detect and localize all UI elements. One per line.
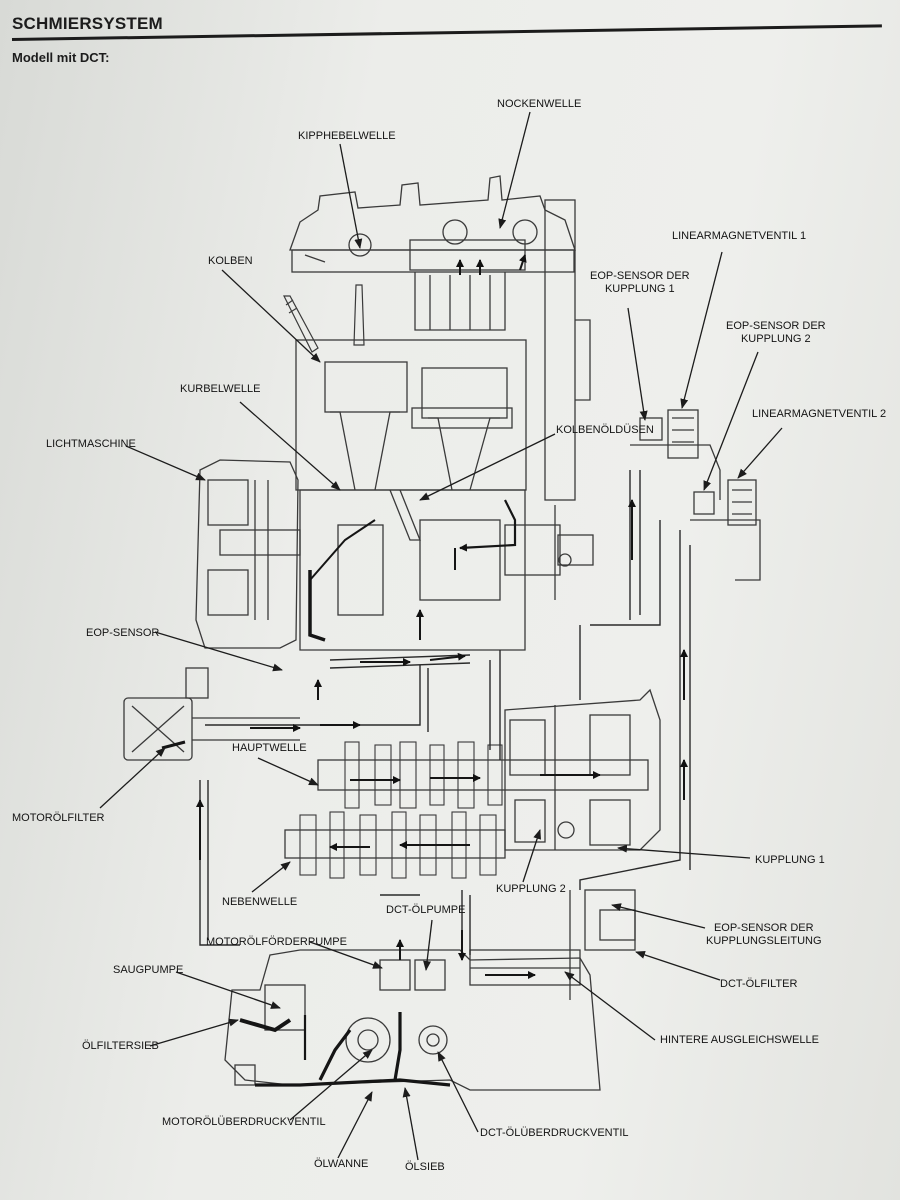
cylinder-head — [289, 175, 576, 331]
label-dct-oelueberdruckventil: DCT-ÖLÜBERDRUCKVENTIL — [480, 1127, 629, 1139]
oil-flow-paths — [161, 499, 517, 1087]
label-motoroelfoerderpumpe: MOTORÖLFÖRDERPUMPE — [206, 936, 347, 948]
label-eop-sensor-kupplung-2: EOP-SENSOR DER KUPPLUNG 2 — [726, 320, 826, 345]
spark-plug — [283, 284, 365, 353]
page-title: SCHMIERSYSTEM — [12, 14, 163, 33]
label-oelwanne: ÖLWANNE — [314, 1158, 369, 1170]
label-eop-sensor-kupplungsleitung: EOP-SENSOR DER KUPPLUNGSLEITUNG — [706, 922, 822, 947]
label-linearmagnetventil-1: LINEARMAGNETVENTIL 1 — [672, 230, 807, 242]
label-oelsieb: ÖLSIEB — [405, 1161, 445, 1173]
label-kolben: KOLBEN — [208, 255, 253, 267]
label-linearmagnetventil-2: LINEARMAGNETVENTIL 2 — [752, 408, 887, 420]
label-kolbenoelduesen: KOLBENÖLDÜSEN — [556, 424, 654, 436]
label-dct-oelpumpe: DCT-ÖLPUMPE — [386, 904, 466, 916]
lower-crankcase — [224, 889, 636, 1091]
clutch-assembly — [504, 688, 661, 851]
crankcase — [299, 489, 594, 651]
cylinder-block — [295, 199, 591, 501]
label-hintere-ausgleichswelle: HINTERE AUSGLEICHSWELLE — [660, 1034, 819, 1046]
label-motoroelfilter: MOTORÖLFILTER — [12, 812, 105, 824]
label-nockenwelle: NOCKENWELLE — [497, 98, 582, 110]
label-kupplung-2: KUPPLUNG 2 — [496, 883, 566, 895]
label-dct-oelfilter: DCT-ÖLFILTER — [720, 978, 798, 990]
flow-arrows — [196, 254, 688, 979]
leader-lines — [99, 111, 783, 1161]
label-eop-sensor: EOP-SENSOR — [86, 627, 160, 639]
label-hauptwelle: HAUPTWELLE — [232, 742, 307, 754]
page-subtitle: Modell mit DCT: — [12, 50, 110, 65]
transmission — [284, 741, 649, 879]
label-lichtmaschine: LICHTMASCHINE — [46, 438, 136, 450]
label-kipphebelwelle: KIPPHEBELWELLE — [298, 130, 396, 142]
label-oelfiltersieb: ÖLFILTERSIEB — [82, 1040, 159, 1052]
label-kupplung-1: KUPPLUNG 1 — [755, 854, 825, 866]
label-nebenwelle: NEBENWELLE — [222, 896, 298, 908]
generator — [195, 459, 301, 649]
label-motoroelueberdruckventil: MOTORÖLÜBERDRUCKVENTIL — [162, 1116, 326, 1128]
label-eop-sensor-kupplung-1: EOP-SENSOR DER KUPPLUNG 1 — [590, 270, 690, 295]
oil-channels — [199, 470, 691, 960]
label-saugpumpe: SAUGPUMPE — [113, 964, 184, 976]
label-kurbelwelle: KURBELWELLE — [180, 383, 261, 395]
solenoid-valves — [630, 409, 761, 581]
